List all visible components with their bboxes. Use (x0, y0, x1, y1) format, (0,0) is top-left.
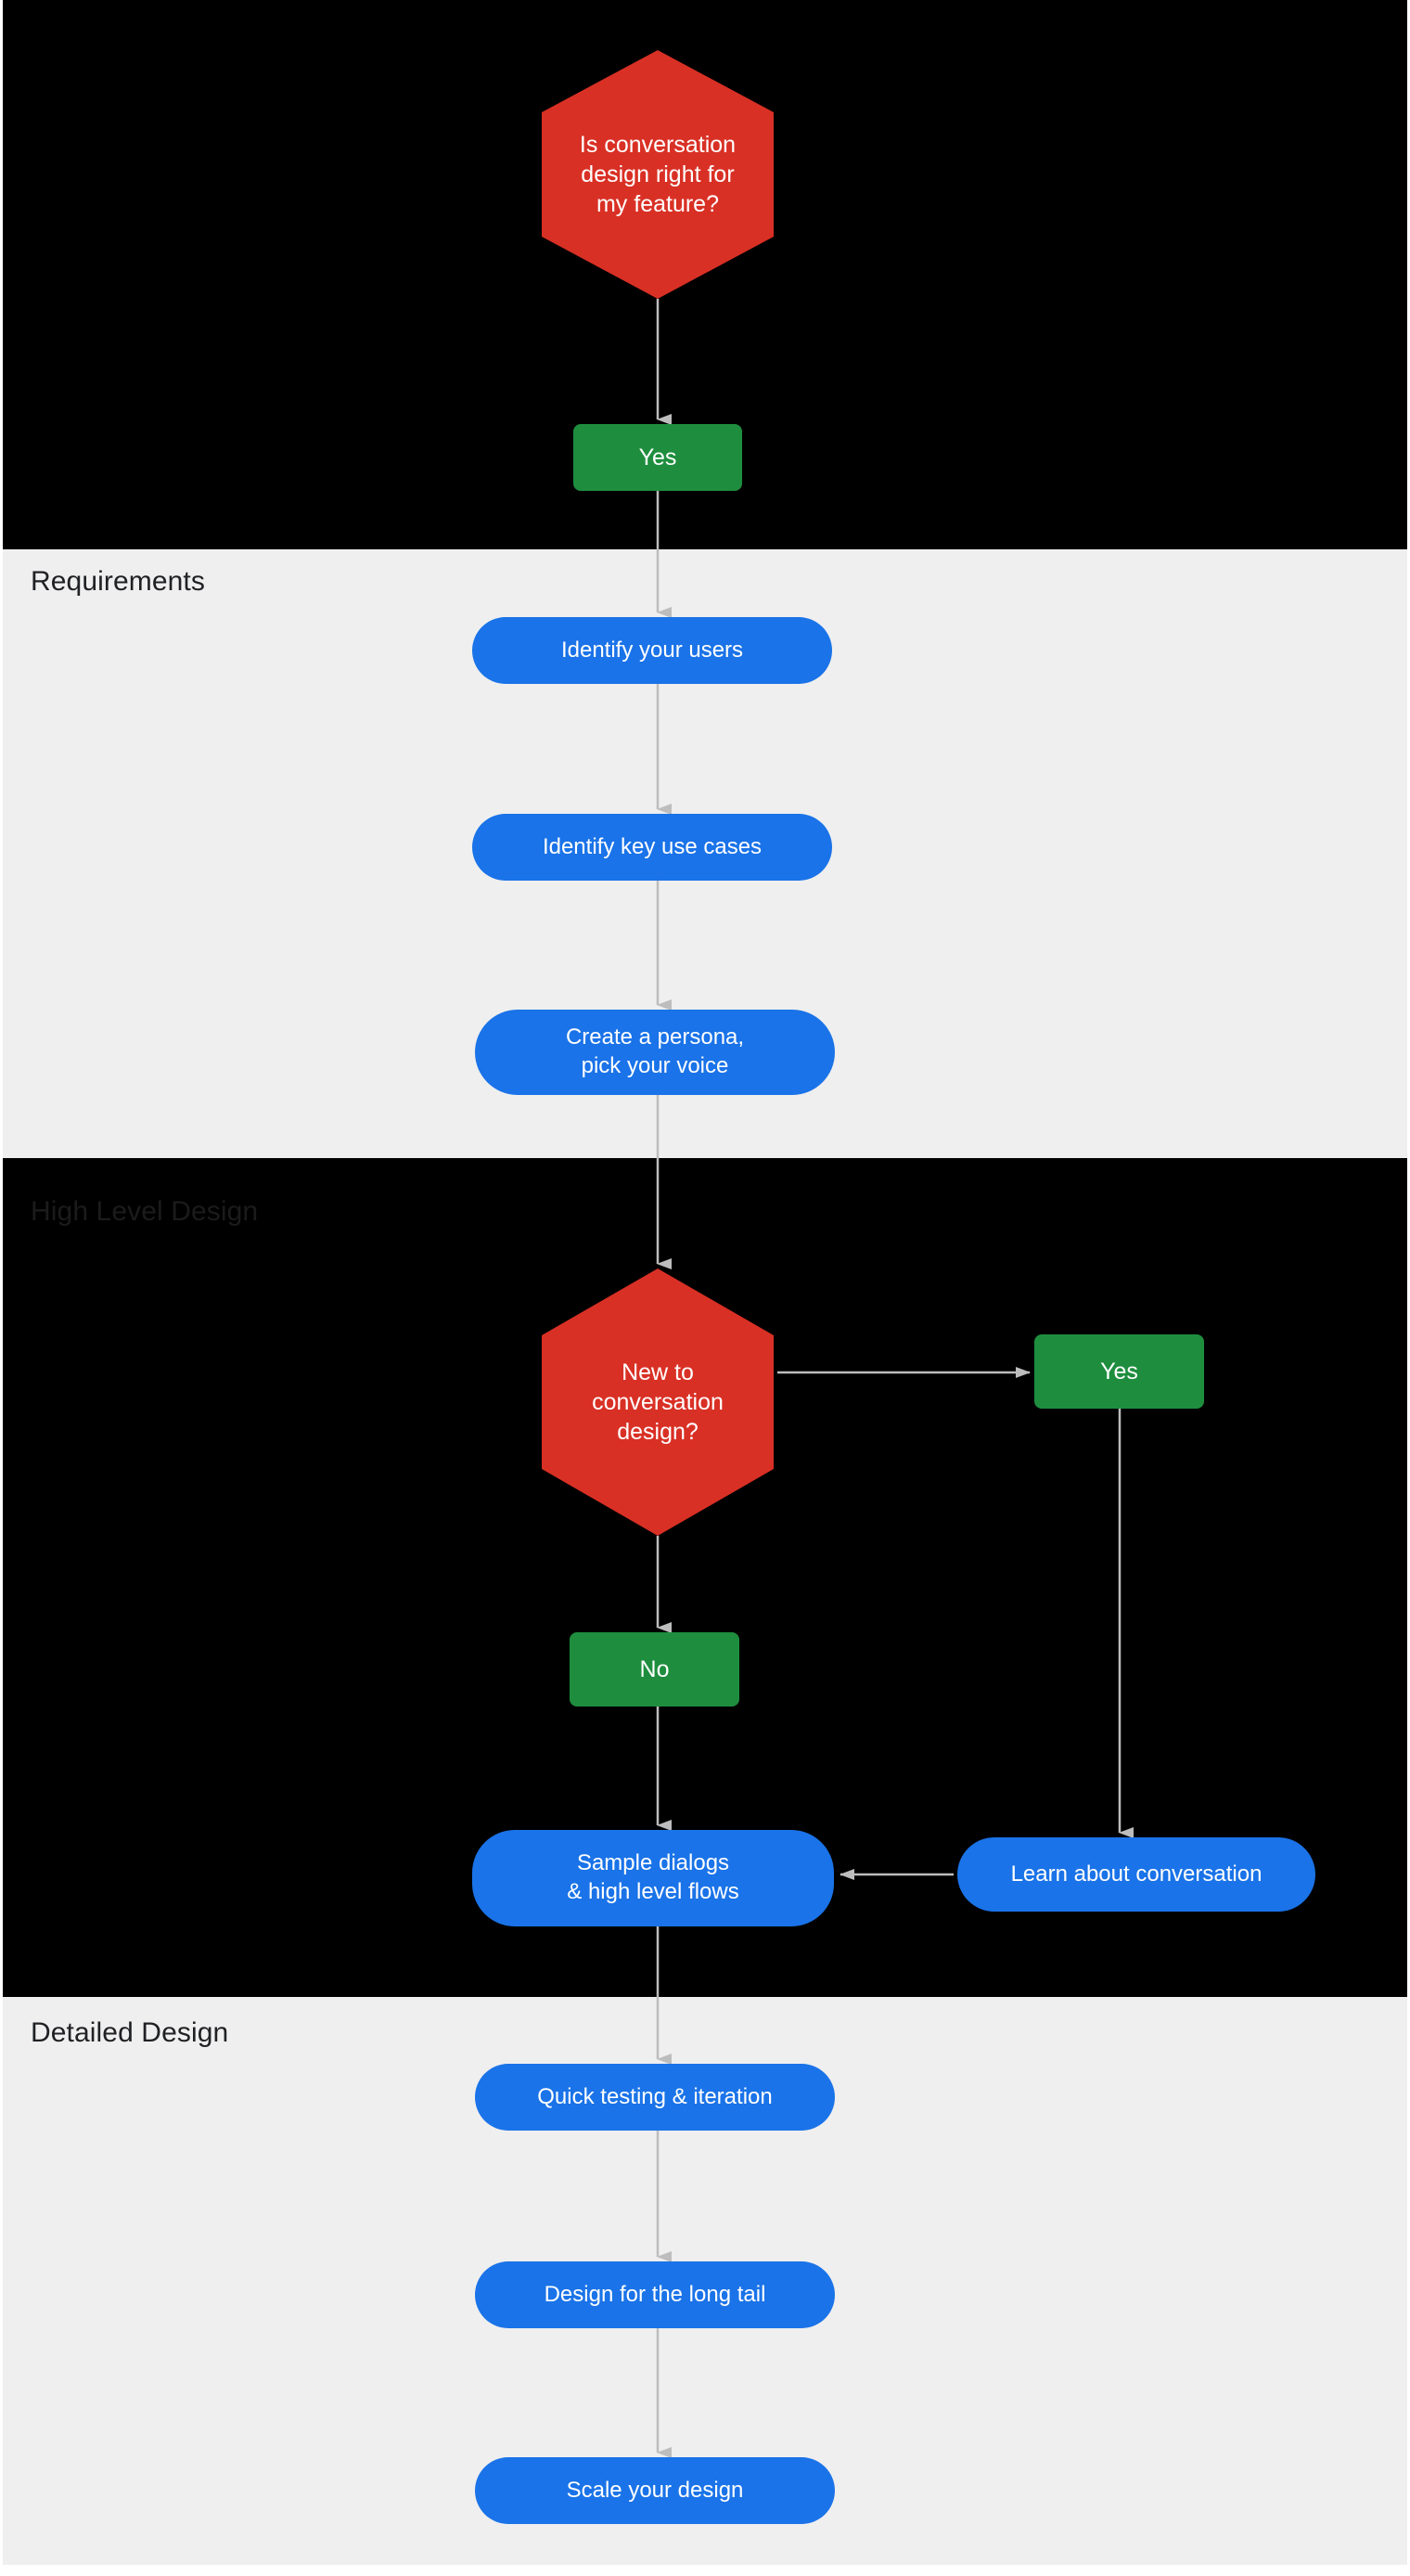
node-label: Quick testing & iteration (537, 2083, 773, 2109)
step-node-quick-testing-iteration[interactable]: Quick testing & iteration (475, 2064, 835, 2131)
node-label: Is conversation design right for my feat… (579, 132, 737, 217)
node-label: Yes (1100, 1359, 1138, 1385)
node-label: Yes (638, 444, 677, 470)
node-label: Design for the long tail (544, 2281, 766, 2307)
step-node-learn-about-conversation[interactable]: Learn about conversation (957, 1837, 1315, 1912)
node-label: Identify your users (560, 637, 744, 663)
step-node-identify-your-users[interactable]: Identify your users (472, 617, 832, 684)
section-label-detailed-design: Detailed Design (31, 2017, 229, 2048)
node-label: New to conversation design? (592, 1359, 724, 1445)
node-label: Create a persona, pick your voice (565, 1024, 745, 1078)
node-label: Learn about conversation (1010, 1861, 1263, 1887)
decision-node-conversation-design-right[interactable]: Is conversation design right for my feat… (542, 50, 774, 299)
node-label: No (639, 1656, 670, 1682)
step-node-identify-key-use-cases[interactable]: Identify key use cases (472, 814, 832, 881)
answer-node-yes-intro[interactable]: Yes (573, 424, 742, 491)
decision-node-new-to-conversation-design[interactable]: New to conversation design? (542, 1269, 774, 1536)
answer-node-no-hld[interactable]: No (570, 1632, 739, 1707)
node-label: Scale your design (566, 2477, 744, 2503)
node-label: Sample dialogs & high level flows (567, 1850, 739, 1904)
section-label-requirements: Requirements (31, 566, 205, 597)
section-label-high-level-design: High Level Design (31, 1196, 259, 1227)
answer-node-yes-hld[interactable]: Yes (1034, 1334, 1204, 1409)
step-node-design-for-the-long-tail[interactable]: Design for the long tail (475, 2261, 835, 2328)
step-node-sample-dialogs-high-level-flows[interactable]: Sample dialogs & high level flows (472, 1830, 834, 1926)
step-node-create-persona-pick-voice[interactable]: Create a persona, pick your voice (475, 1010, 835, 1095)
node-label: Identify key use cases (542, 833, 763, 859)
step-node-scale-your-design[interactable]: Scale your design (475, 2457, 835, 2524)
